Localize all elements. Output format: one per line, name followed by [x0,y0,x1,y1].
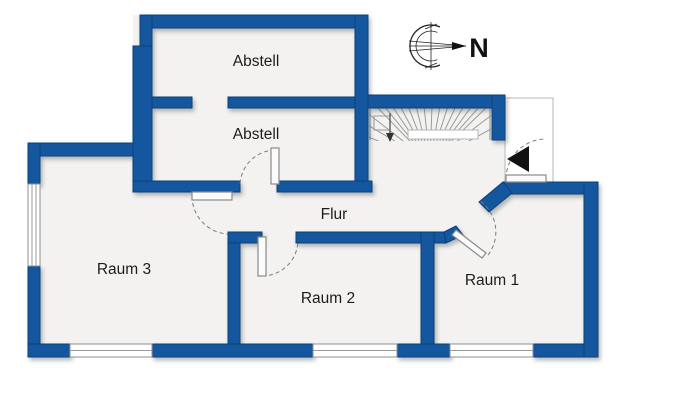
wall-stairwell-right [491,94,506,141]
wall-flur-south-left [227,231,263,244]
wall-raum2-raum1-divider [420,231,435,345]
room-label-flur: Flur [321,206,348,223]
wall-raum1-nw-diagonal [478,181,513,213]
window-raum1-bottom [449,343,534,358]
wall-abstell-left-lower [132,45,153,193]
window-raum3-left [27,183,41,267]
compass-icon: N [408,22,489,70]
compass-north-label: N [469,33,489,63]
room-label-abstell-upper: Abstell [233,53,280,70]
wall-abstell-right [354,14,369,193]
entrance-arrow-icon [507,146,529,172]
wall-abstell-divider-left [151,96,193,109]
door-raum3 [191,191,233,235]
wall-stairwell-top [367,94,506,109]
wall-abstell-divider-right [227,96,356,109]
wall-abstell-top [139,14,369,29]
door-entrance [505,138,547,183]
wall-abstell-left-upper [139,14,153,49]
wall-raum3-top [27,142,134,157]
room-label-raum-3: Raum 3 [97,261,151,278]
walls [27,14,599,358]
wall-bottom-1 [27,343,71,358]
wall-bottom-3 [396,343,451,358]
stair-landing-bar [407,129,479,140]
door-raum2 [257,236,299,277]
door-abstell [239,147,280,187]
room-label-raum-2: Raum 2 [301,290,355,307]
stairs-icon [369,107,491,142]
wall-raum3-left-upper [27,142,41,185]
windows [27,183,534,358]
wall-raum1-right [583,181,599,358]
wall-raum3-left-lower [27,265,41,358]
doors [191,138,547,277]
door-raum1 [451,200,497,259]
window-raum3-bottom [69,343,153,358]
window-raum2-bottom [312,343,398,358]
wall-raum3-raum2-divider [227,231,241,345]
room-label-raum-1: Raum 1 [465,272,519,289]
stair-direction-arrow-icon [386,113,394,142]
wall-bottom-2 [151,343,314,358]
wall-flur-north-left [132,180,241,193]
room-label-abstell-lower: Abstell [233,126,280,143]
wall-flur-north-right [276,180,373,193]
